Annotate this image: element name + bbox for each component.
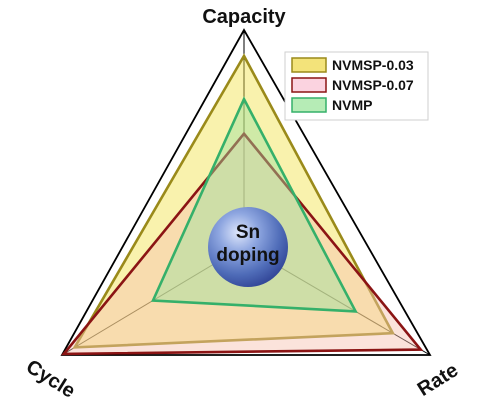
legend-label-nvmp: NVMP [332,97,372,113]
axis-label-capacity: Capacity [202,6,286,28]
sn-doping-sphere: Sn doping [208,207,288,287]
legend-swatch-nvmp [291,97,327,113]
center-label-line1: Sn [236,222,260,243]
series-polygon-nvmsp-0-03 [72,53,395,349]
axis-label-rate: Rate [414,359,462,401]
legend-label-nvmsp-0-03: NVMSP-0.03 [332,57,414,73]
legend-label-nvmsp-0-07: NVMSP-0.07 [332,77,414,93]
series-polygon-nvmp [151,96,358,313]
outer-triangle [60,28,432,356]
axis-label-cycle: Cycle [22,356,79,401]
center-label-line2: doping [216,245,279,266]
legend-swatch-nvmsp-0-07 [291,77,327,93]
center-sphere [208,207,288,287]
legend-swatch-nvmsp-0-03 [291,57,327,73]
